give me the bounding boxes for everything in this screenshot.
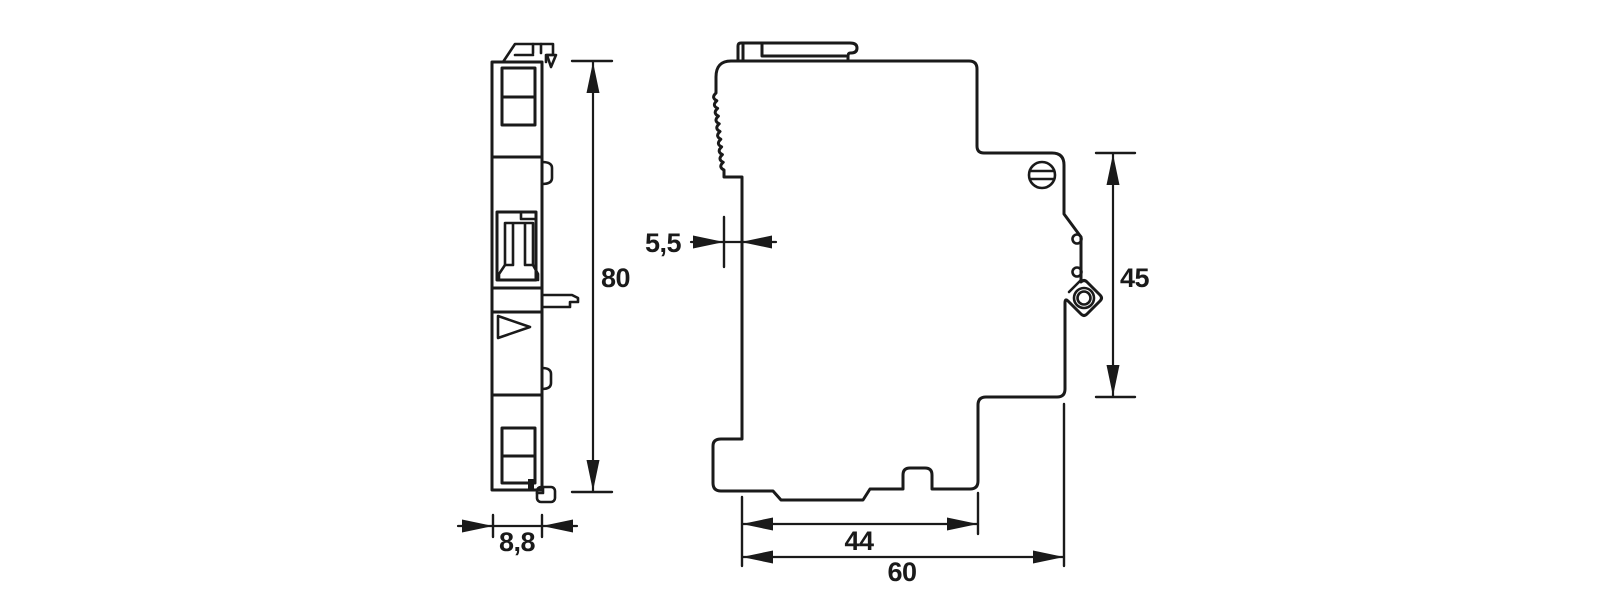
screw-terminal-icon (504, 96, 532, 124)
dimension-front-step: 5,5 (645, 215, 778, 269)
dimension-front-width: 8,8 (456, 513, 579, 557)
screw-terminal-icon (505, 69, 533, 97)
rib-lines (490, 286, 544, 314)
dim-label-60: 60 (887, 557, 916, 587)
lower-terminal-block (490, 393, 544, 490)
triangle-marker-icon (496, 314, 532, 340)
rivet-hole-icon (1071, 266, 1083, 278)
bottom-slot (528, 479, 534, 490)
top-clip (501, 42, 558, 69)
dimension-total-depth: 60 (740, 402, 1066, 587)
mounting-tab (540, 293, 580, 309)
screw-terminal-icon (502, 428, 530, 456)
dim-label-80: 80 (601, 263, 630, 293)
rivet-hole-icon (1071, 233, 1083, 245)
upper-terminal-block (490, 66, 544, 159)
din-hook (535, 485, 557, 504)
din-clip-diamond (1067, 278, 1096, 310)
front-view (490, 42, 580, 504)
side-bump (540, 366, 553, 391)
contact-window (495, 210, 540, 282)
dim-label-5-5: 5,5 (645, 228, 682, 258)
screw-terminal-icon (502, 128, 530, 156)
clip-tooth (545, 53, 558, 69)
dimension-rail-height: 45 (1094, 151, 1150, 399)
side-housing-outline (711, 59, 1103, 502)
dimension-front-height: 80 (570, 59, 631, 494)
dimension-mounting-depth: 44 (740, 491, 980, 568)
dim-label-8-8: 8,8 (499, 527, 536, 557)
side-view (711, 41, 1103, 502)
case-screw-icon (1027, 160, 1057, 190)
dim-label-44: 44 (844, 526, 874, 556)
dimensions: 80 8,8 5,5 45 44 (456, 59, 1150, 587)
dim-label-45: 45 (1120, 263, 1150, 293)
screw-terminal-icon (502, 395, 532, 425)
side-bump (540, 160, 554, 186)
toggle-lever (736, 41, 859, 63)
screw-terminal-icon (502, 454, 530, 482)
